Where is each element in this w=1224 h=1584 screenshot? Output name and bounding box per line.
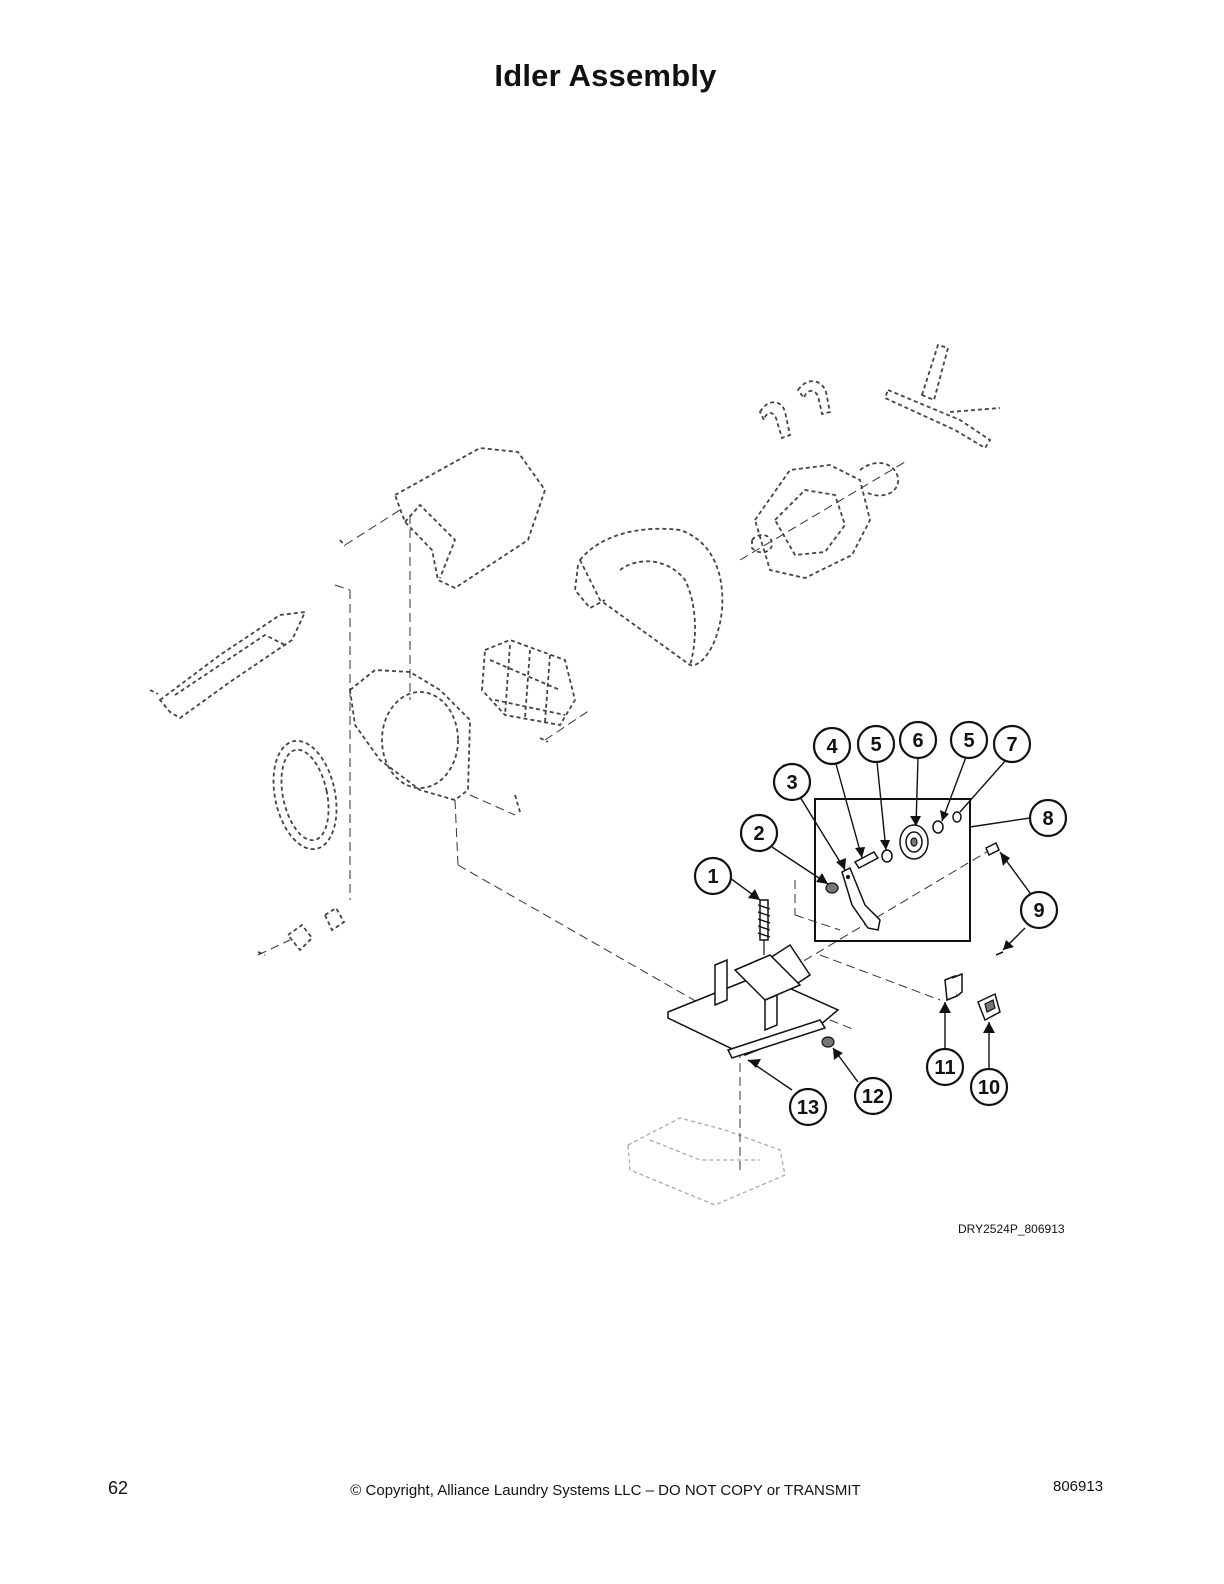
svg-text:3: 3: [786, 772, 797, 794]
spring-part: [757, 899, 771, 955]
callout-11: 11: [925, 1047, 965, 1087]
callout-5-second: 5: [949, 720, 989, 760]
svg-text:11: 11: [934, 1057, 955, 1079]
callout-2: 2: [739, 813, 779, 853]
mounting-bracket-part: [667, 943, 840, 1056]
figure-code: DRY2524P_806913: [958, 1222, 1065, 1236]
callout-leaders: [729, 756, 1031, 1091]
callout-6: 6: [898, 720, 938, 760]
slide-rail-part: [726, 1019, 827, 1059]
callout-8: 8: [1028, 798, 1068, 838]
callout-3: 3: [772, 762, 812, 802]
page-number: 62: [108, 1478, 129, 1498]
ghost-belt-clips: [758, 380, 832, 440]
callout-12: 12: [853, 1076, 893, 1116]
svg-text:4: 4: [826, 736, 838, 758]
ghost-blower-housing: [574, 527, 724, 667]
callout-13: 13: [788, 1087, 828, 1127]
ghost-blower-wheel: [481, 639, 576, 726]
ghost-seal-ring: [272, 739, 338, 851]
svg-text:1: 1: [707, 866, 718, 888]
svg-text:13: 13: [797, 1097, 819, 1119]
alignment-lines: [257, 509, 991, 1175]
bracket-clip-part: [944, 972, 963, 1002]
svg-text:8: 8: [1042, 808, 1053, 830]
idler-shaft-part: [853, 851, 880, 869]
callout-7: 7: [992, 724, 1032, 764]
washer-part-left: [881, 849, 893, 863]
ghost-base-plate: [627, 1117, 786, 1206]
switch-part: [977, 992, 1001, 1022]
ghost-duct: [393, 447, 547, 590]
svg-text:12: 12: [862, 1086, 884, 1108]
copyright-notice: © Copyright, Alliance Laundry Systems LL…: [350, 1482, 861, 1499]
ghost-front-panel: [349, 669, 471, 801]
callout-5: 5: [856, 724, 896, 764]
ghost-belt: [883, 343, 1001, 450]
svg-text:9: 9: [1033, 900, 1044, 922]
callout-10: 10: [969, 1067, 1009, 1107]
document-number: 806913: [1053, 1478, 1104, 1495]
screw-parts: [985, 841, 1004, 956]
svg-text:7: 7: [1006, 734, 1017, 756]
callout-1: 1: [693, 856, 733, 896]
callout-9: 9: [1019, 890, 1059, 930]
callout-4: 4: [812, 726, 852, 766]
retaining-ring-part: [952, 811, 962, 823]
idler-arm-part: [841, 866, 881, 931]
svg-text:2: 2: [753, 823, 764, 845]
ghost-motor: [739, 461, 906, 579]
svg-text:5: 5: [870, 734, 881, 756]
ghost-bracket-left: [158, 610, 307, 720]
svg-text:6: 6: [912, 730, 923, 752]
ghost-small-parts: [149, 539, 549, 956]
page-title: Idler Assembly: [494, 58, 717, 93]
svg-text:5: 5: [963, 730, 974, 752]
idler-pulley-part: [899, 824, 929, 860]
idler-box-outline: [814, 798, 971, 942]
lock-nut-part: [821, 1036, 835, 1048]
washer-part-right: [932, 820, 944, 834]
nut-part: [825, 882, 839, 894]
svg-text:10: 10: [978, 1077, 1000, 1099]
